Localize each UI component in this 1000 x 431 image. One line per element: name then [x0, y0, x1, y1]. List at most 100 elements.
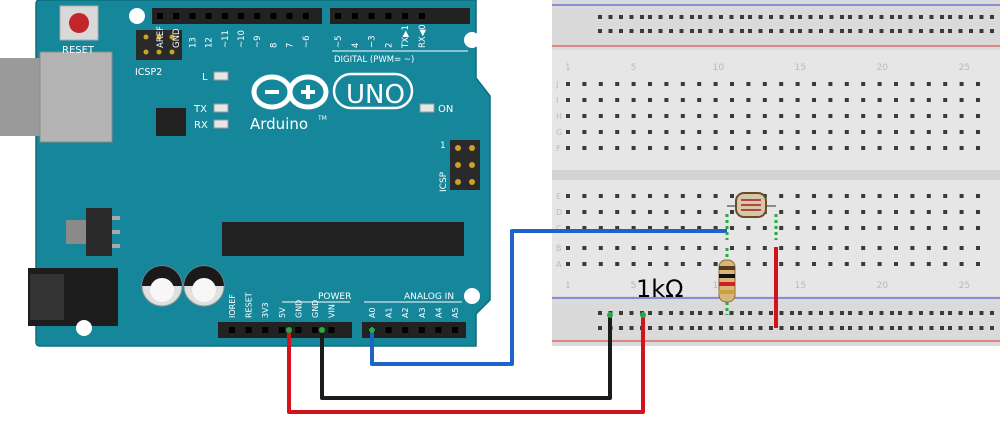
breadboard-hole[interactable]: [697, 226, 702, 230]
rail-hole[interactable]: [748, 311, 752, 315]
rail-hole[interactable]: [908, 29, 913, 33]
rail-hole[interactable]: [708, 326, 713, 330]
rail-hole[interactable]: [898, 15, 902, 19]
breadboard-hole[interactable]: [582, 226, 587, 230]
rail-hole[interactable]: [940, 29, 944, 33]
rail-hole[interactable]: [848, 29, 852, 33]
breadboard-hole[interactable]: [894, 246, 898, 250]
breadboard-hole[interactable]: [779, 210, 784, 214]
breadboard-hole[interactable]: [615, 130, 620, 134]
breadboard-hole[interactable]: [795, 262, 800, 266]
breadboard-hole[interactable]: [976, 226, 980, 230]
rail-hole[interactable]: [940, 311, 944, 315]
header-socket[interactable]: [351, 13, 358, 19]
breadboard-hole[interactable]: [976, 210, 980, 214]
breadboard-hole[interactable]: [697, 210, 702, 214]
breadboard-hole[interactable]: [812, 146, 816, 150]
rail-hole[interactable]: [740, 29, 744, 33]
breadboard-hole[interactable]: [762, 82, 767, 86]
rail-hole[interactable]: [748, 15, 752, 19]
breadboard-hole[interactable]: [762, 114, 767, 118]
rail-hole[interactable]: [640, 29, 644, 33]
breadboard-hole[interactable]: [861, 262, 866, 266]
breadboard-hole[interactable]: [877, 130, 882, 134]
breadboard-hole[interactable]: [976, 114, 980, 118]
breadboard-hole[interactable]: [795, 114, 800, 118]
breadboard-hole[interactable]: [926, 98, 931, 102]
header-socket[interactable]: [452, 327, 458, 333]
breadboard-hole[interactable]: [648, 246, 652, 250]
rail-hole[interactable]: [858, 311, 863, 315]
breadboard-hole[interactable]: [779, 226, 784, 230]
breadboard-hole[interactable]: [894, 210, 898, 214]
breadboard-hole[interactable]: [746, 226, 751, 230]
breadboard-hole[interactable]: [680, 82, 685, 86]
breadboard-hole[interactable]: [648, 210, 652, 214]
rail-hole[interactable]: [948, 311, 952, 315]
header-socket[interactable]: [262, 327, 269, 333]
breadboard-hole[interactable]: [697, 98, 702, 102]
breadboard-hole[interactable]: [615, 210, 620, 214]
breadboard-hole[interactable]: [648, 114, 652, 118]
breadboard-hole[interactable]: [697, 262, 702, 266]
breadboard-hole[interactable]: [812, 82, 816, 86]
breadboard-hole[interactable]: [779, 246, 784, 250]
breadboard-hole[interactable]: [959, 130, 964, 134]
rail-hole[interactable]: [698, 15, 702, 19]
breadboard-hole[interactable]: [730, 130, 734, 134]
header-socket[interactable]: [419, 13, 425, 19]
rail-hole[interactable]: [769, 29, 773, 33]
breadboard-hole[interactable]: [812, 130, 816, 134]
breadboard-hole[interactable]: [910, 246, 915, 250]
breadboard-hole[interactable]: [598, 82, 603, 86]
rail-hole[interactable]: [729, 15, 734, 19]
rail-hole[interactable]: [919, 326, 923, 330]
breadboard-hole[interactable]: [976, 262, 980, 266]
rail-hole[interactable]: [969, 15, 973, 19]
breadboard-hole[interactable]: [861, 98, 866, 102]
breadboard-hole[interactable]: [959, 210, 964, 214]
breadboard-hole[interactable]: [697, 130, 702, 134]
rail-hole[interactable]: [940, 15, 944, 19]
breadboard-hole[interactable]: [680, 114, 685, 118]
rail-hole[interactable]: [990, 15, 994, 19]
rail-hole[interactable]: [758, 326, 763, 330]
rail-hole[interactable]: [829, 29, 834, 33]
rail-hole[interactable]: [748, 326, 752, 330]
reset-button[interactable]: [59, 5, 99, 41]
rail-hole[interactable]: [779, 311, 784, 315]
header-socket[interactable]: [385, 327, 392, 333]
breadboard-hole[interactable]: [598, 262, 603, 266]
breadboard-hole[interactable]: [910, 82, 915, 86]
rail-hole[interactable]: [898, 326, 902, 330]
breadboard-hole[interactable]: [943, 246, 948, 250]
breadboard-hole[interactable]: [959, 114, 964, 118]
breadboard-hole[interactable]: [943, 114, 948, 118]
breadboard-hole[interactable]: [566, 146, 570, 150]
rail-hole[interactable]: [769, 326, 773, 330]
rail-hole[interactable]: [790, 326, 794, 330]
breadboard-hole[interactable]: [713, 262, 718, 266]
breadboard-hole[interactable]: [795, 210, 800, 214]
breadboard-hole[interactable]: [926, 114, 931, 118]
breadboard-hole[interactable]: [844, 262, 849, 266]
breadboard-hole[interactable]: [713, 82, 718, 86]
rail-hole[interactable]: [740, 311, 744, 315]
rail-hole[interactable]: [648, 326, 652, 330]
breadboard-hole[interactable]: [844, 146, 849, 150]
rail-hole[interactable]: [790, 311, 794, 315]
breadboard-hole[interactable]: [959, 194, 964, 198]
rail-hole[interactable]: [948, 15, 952, 19]
breadboard-hole[interactable]: [795, 194, 800, 198]
breadboard-hole[interactable]: [631, 262, 636, 266]
breadboard-hole[interactable]: [828, 82, 833, 86]
header-socket[interactable]: [189, 13, 196, 19]
header-socket[interactable]: [402, 327, 409, 333]
breadboard-hole[interactable]: [976, 246, 980, 250]
breadboard-hole[interactable]: [680, 130, 685, 134]
breadboard-hole[interactable]: [795, 146, 800, 150]
breadboard-hole[interactable]: [648, 262, 652, 266]
breadboard-hole[interactable]: [877, 114, 882, 118]
rail-hole[interactable]: [790, 29, 794, 33]
breadboard-hole[interactable]: [943, 262, 948, 266]
